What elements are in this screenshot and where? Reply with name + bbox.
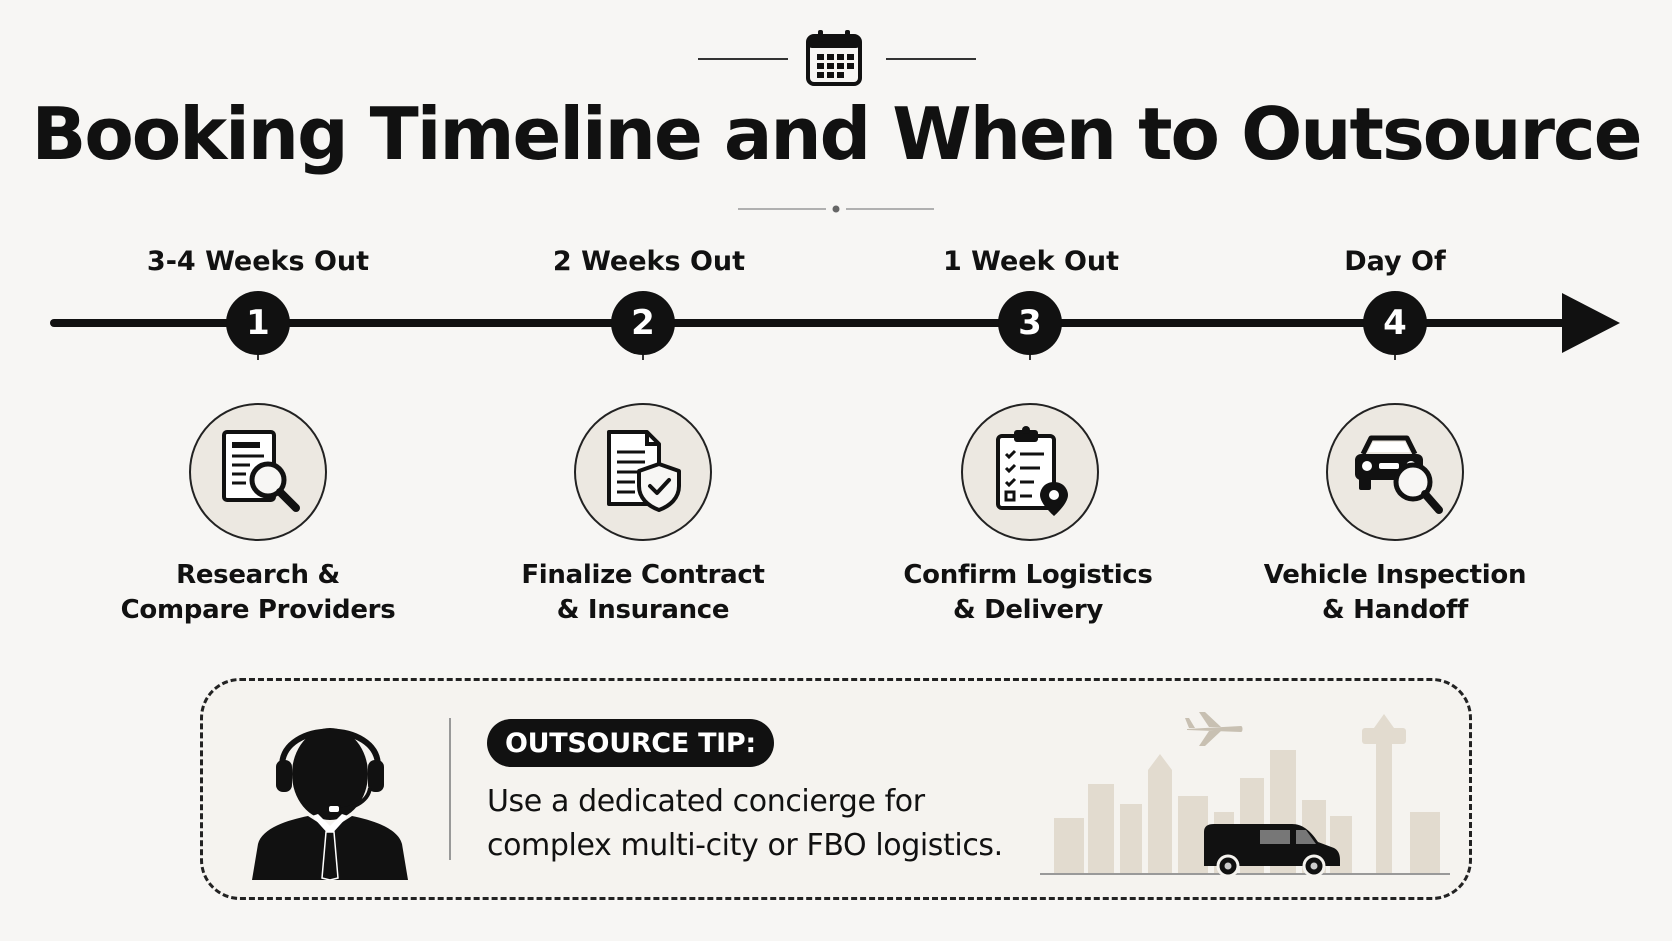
stage-label-1: 3-4 Weeks Out xyxy=(146,246,370,277)
step-caption-3-line1: Confirm Logistics xyxy=(903,560,1153,590)
step-caption-1: Research & Compare Providers xyxy=(68,558,448,628)
contract-shield-icon xyxy=(607,430,681,512)
step-caption-2: Finalize Contract & Insurance xyxy=(453,558,833,628)
clipboard-location-icon xyxy=(996,426,1068,516)
tip-text-line1: Use a dedicated concierge for xyxy=(487,784,925,819)
document-search-icon xyxy=(222,430,300,512)
step-icon-circle-4 xyxy=(1326,403,1464,541)
step-caption-4-line1: Vehicle Inspection xyxy=(1263,560,1527,590)
outsource-tip-badge: OUTSOURCE TIP: xyxy=(487,719,774,767)
stage-label-2: 2 Weeks Out xyxy=(552,246,746,277)
airplane-icon xyxy=(1185,712,1243,746)
step-icon-circle-1 xyxy=(189,403,327,541)
step-caption-2-line1: Finalize Contract xyxy=(521,560,765,590)
calendar-icon xyxy=(806,30,862,86)
step-caption-1-line1: Research & xyxy=(176,560,340,590)
step-number-4: 4 xyxy=(1363,291,1427,355)
van-icon xyxy=(1204,824,1340,878)
step-caption-4-line2: & Handoff xyxy=(1322,595,1468,625)
car-inspection-icon xyxy=(1355,435,1443,514)
outsource-tip-text: Use a dedicated concierge for complex mu… xyxy=(487,780,1047,868)
tip-divider xyxy=(449,718,451,860)
step-caption-3: Confirm Logistics & Delivery xyxy=(838,558,1218,628)
stage-label-4: Day Of xyxy=(1344,246,1446,277)
step-icon-circle-3 xyxy=(961,403,1099,541)
stage-label-3: 1 Week Out xyxy=(942,246,1120,277)
tip-text-line2: complex multi-city or FBO logistics. xyxy=(487,828,1003,863)
step-caption-3-line2: & Delivery xyxy=(952,595,1104,625)
step-number-1: 1 xyxy=(226,291,290,355)
concierge-headset-icon xyxy=(252,728,408,880)
step-number-2: 2 xyxy=(611,291,675,355)
step-caption-1-line2: Compare Providers xyxy=(120,595,396,625)
header-decoration xyxy=(698,58,976,213)
page-title: Booking Timeline and When to Outsource xyxy=(31,92,1642,176)
step-icon-circle-2 xyxy=(574,403,712,541)
step-number-3: 3 xyxy=(998,291,1062,355)
step-caption-4: Vehicle Inspection & Handoff xyxy=(1205,558,1585,628)
step-caption-2-line2: & Insurance xyxy=(556,595,730,625)
